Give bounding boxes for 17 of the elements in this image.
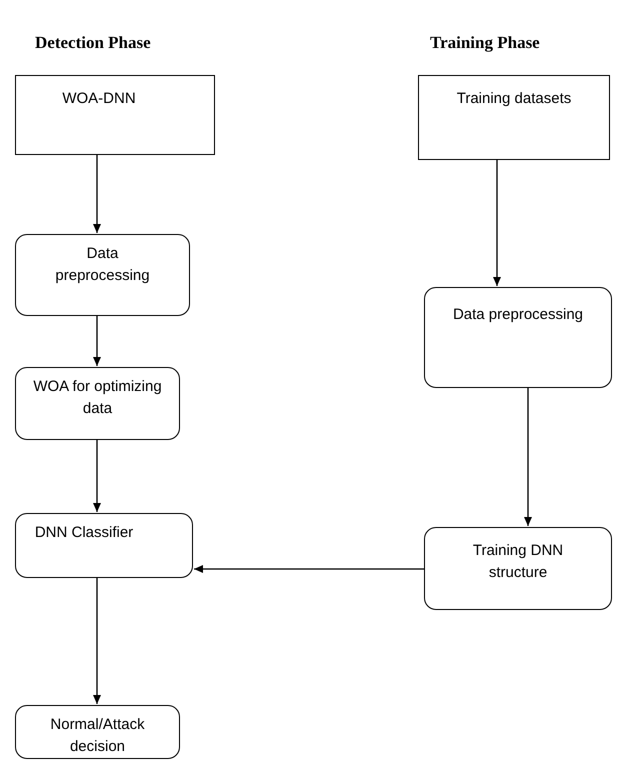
phase-heading: Detection Phase xyxy=(35,32,151,54)
arrow xyxy=(93,316,101,366)
phase-heading: Training Phase xyxy=(430,32,540,54)
arrow xyxy=(93,440,101,512)
process-box: Normal/Attack decision xyxy=(15,705,180,759)
process-box: DNN Classifier xyxy=(15,513,193,578)
input-box: Training datasets xyxy=(418,75,610,160)
arrow xyxy=(493,160,501,286)
arrow xyxy=(524,388,532,526)
arrow xyxy=(93,155,101,233)
process-box: WOA for optimizing data xyxy=(15,367,180,440)
process-box: Data preprocessing xyxy=(15,234,190,316)
input-box: WOA-DNN xyxy=(15,75,215,155)
process-box: Training DNN structure xyxy=(424,527,612,610)
arrow xyxy=(194,565,424,573)
process-box: Data preprocessing xyxy=(424,287,612,388)
arrow xyxy=(93,578,101,704)
